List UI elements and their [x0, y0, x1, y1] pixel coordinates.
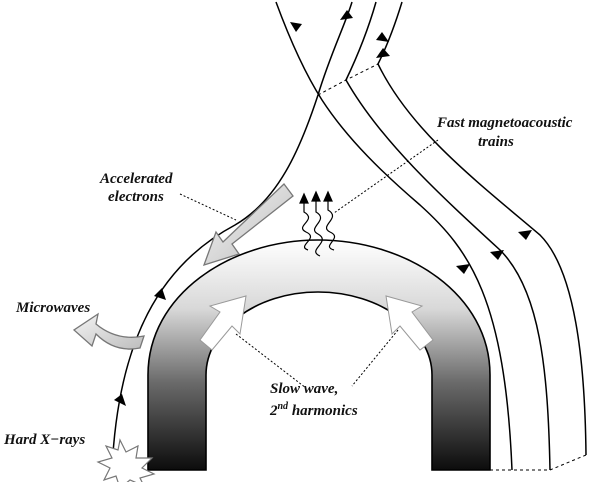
- field-arrowheads: [114, 10, 532, 406]
- hollow-arrow-left-icon: [72, 312, 145, 350]
- wavy-arrow-up-icon: [299, 190, 336, 257]
- label-hard-xrays: Hard X−rays: [3, 432, 85, 448]
- starburst-icon: [96, 438, 156, 482]
- label-slow-wave-2: 2nd harmonics: [269, 401, 358, 419]
- label-slow-wave-2-sup: nd: [278, 401, 290, 412]
- label-slow-wave-2-num: 2: [269, 403, 278, 419]
- field-line-right: [275, 1, 513, 471]
- dashed-connector-bottom: [490, 454, 587, 471]
- label-fast-waves-1: Fast magnetoacoustic: [436, 115, 573, 131]
- label-microwaves: Microwaves: [15, 300, 90, 316]
- label-slow-wave-2-rest: harmonics: [288, 403, 358, 419]
- flare-loop-arch: [147, 239, 491, 471]
- label-leader-lines: [179, 139, 439, 389]
- label-fast-waves-2: trains: [478, 134, 514, 150]
- label-electrons-1: Accelerated: [99, 171, 173, 187]
- dashed-connector-top: [317, 63, 379, 96]
- hollow-arrow-down-left-icon: [202, 183, 294, 267]
- white-block-arrow-icon: [199, 295, 434, 351]
- label-electrons-2: electrons: [108, 189, 164, 205]
- field-line-outer-1: [345, 1, 551, 471]
- label-slow-wave-1: Slow wave,: [270, 381, 338, 397]
